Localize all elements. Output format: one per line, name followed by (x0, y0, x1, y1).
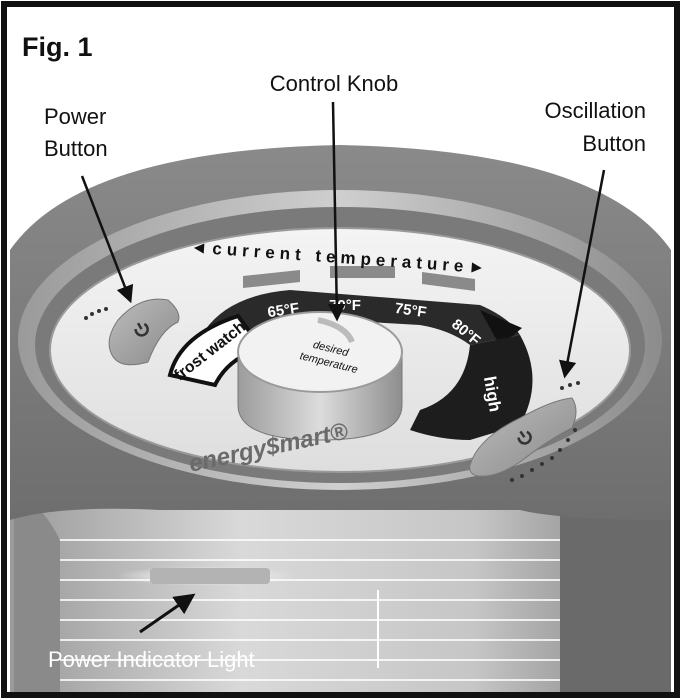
power-symbol-icon (134, 322, 149, 337)
power-button[interactable] (108, 298, 180, 366)
knob-top[interactable] (237, 311, 403, 393)
grille-ribs (20, 539, 560, 681)
oscillation-button-label-line2: Button (582, 131, 646, 156)
frost-watch-segment (167, 313, 266, 388)
control-knob[interactable]: desired temperature (237, 311, 403, 441)
power-button-label-line1: Power (44, 104, 106, 129)
high-segment (410, 335, 533, 440)
max-wedge (480, 310, 522, 346)
heater-body-left-edge (14, 495, 60, 695)
knob-indicator (317, 317, 355, 344)
oscillation-button[interactable] (469, 397, 577, 477)
power-indicator-label: Power Indicator Light (48, 647, 255, 672)
temperature-indicator-lights (243, 266, 475, 291)
power-button-label-line2: Button (44, 136, 108, 161)
control-knob-label: Control Knob (270, 71, 398, 96)
oscillation-symbol-icon (517, 430, 532, 445)
power-indicator-light (150, 568, 270, 584)
figure-title: Fig. 1 (22, 32, 93, 62)
oscillation-button-arrow (559, 169, 606, 379)
mark-75: 75°F (394, 300, 428, 321)
oscillation-button-label-line1: Oscillation (545, 98, 646, 123)
power-button-dots (84, 307, 108, 320)
mark-70: 70°F (329, 297, 361, 314)
oscillation-button-dots (510, 381, 580, 482)
power-button-arrow (80, 175, 134, 304)
control-knob-arrow (327, 101, 346, 322)
power-light-arrow (139, 593, 196, 634)
